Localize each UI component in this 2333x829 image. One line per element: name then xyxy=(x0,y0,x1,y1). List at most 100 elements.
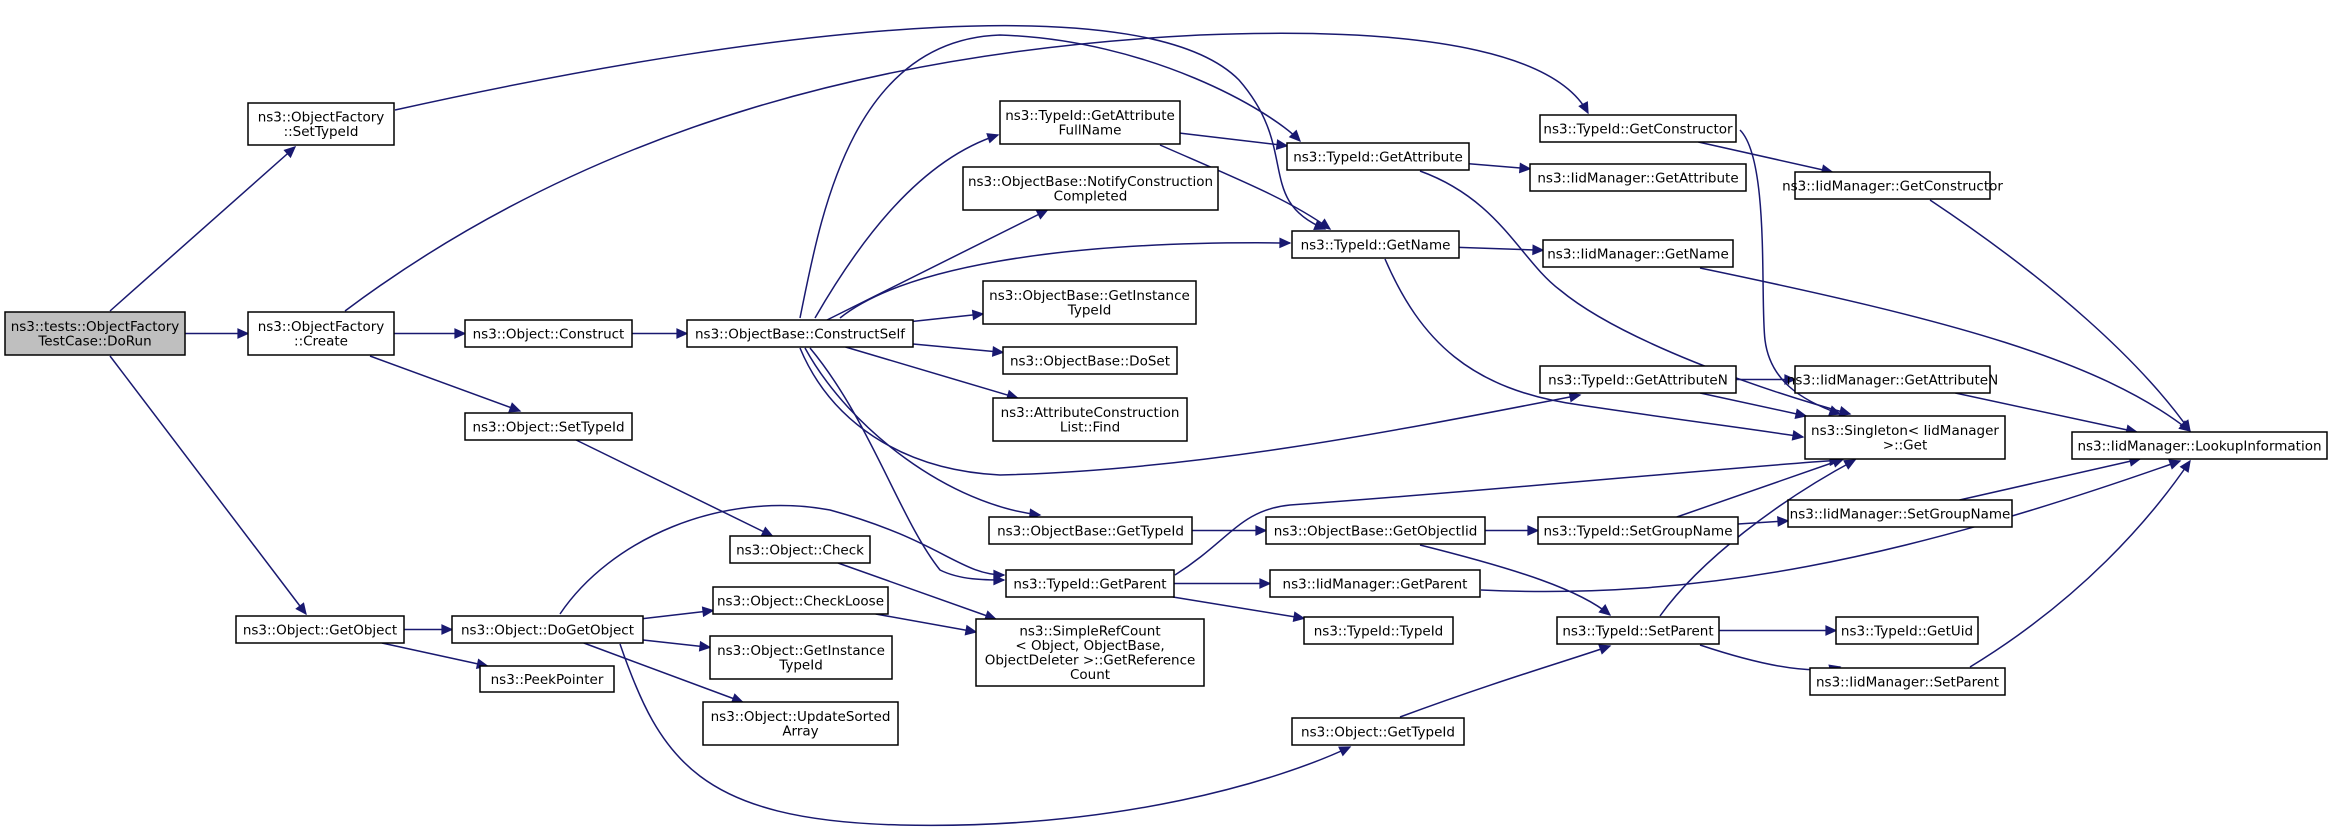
node-box xyxy=(686,319,914,348)
node-of_settypeid[interactable]: ns3::ObjectFactory::SetTypeId xyxy=(247,102,395,146)
node-of_create[interactable]: ns3::ObjectFactory::Create xyxy=(247,311,395,356)
node-box xyxy=(988,516,1193,545)
arrowhead xyxy=(1035,209,1049,220)
node-label: ns3::Object::CheckLoose xyxy=(717,593,884,609)
node-label: ns3::TypeId::GetAttributeN xyxy=(1548,372,1728,388)
node-box xyxy=(1835,616,1979,645)
edge-tid_getattributen-to-iid_getattributen xyxy=(1736,374,1797,385)
node-label: ::SetTypeId xyxy=(284,124,359,140)
node-iid_setgroupname[interactable]: ns3::IidManager::SetGroupName xyxy=(1787,499,2013,528)
edge-ob_constructself-to-ob_doset xyxy=(912,343,1005,357)
edge-line xyxy=(1399,645,1611,718)
edge-ob_constructself-to-tid_getattributen xyxy=(799,347,1582,476)
node-tid_getname[interactable]: ns3::TypeId::GetName xyxy=(1291,230,1460,259)
node-obj_settypeid[interactable]: ns3::Object::SetTypeId xyxy=(464,412,633,441)
edge-ob_constructself-to-tid_getattribute xyxy=(799,34,1302,319)
edge-tid_getconstructor-to-singleton_get xyxy=(1739,129,1842,416)
arrowhead xyxy=(1568,391,1582,403)
edge-line xyxy=(804,347,1041,516)
node-label: ns3::ObjectFactory xyxy=(258,319,385,335)
node-tid_getattributen[interactable]: ns3::TypeId::GetAttributeN xyxy=(1539,365,1737,394)
node-box xyxy=(1539,365,1737,394)
node-label: ns3::IidManager::GetParent xyxy=(1283,576,1468,592)
node-iid_setparent[interactable]: ns3::IidManager::SetParent xyxy=(1809,667,2006,696)
node-tid_setgroupname[interactable]: ns3::TypeId::SetGroupName xyxy=(1537,516,1739,545)
node-ob_notify[interactable]: ns3::ObjectBase::NotifyConstructionCompl… xyxy=(962,166,1219,211)
node-ob_doset[interactable]: ns3::ObjectBase::DoSet xyxy=(1002,346,1178,375)
arrowhead xyxy=(1828,405,1842,416)
node-iid_getname[interactable]: ns3::IidManager::GetName xyxy=(1542,239,1734,268)
arrowhead xyxy=(283,146,297,159)
node-singleton_get[interactable]: ns3::Singleton< IidManager>::Get xyxy=(1804,415,2006,460)
node-label: ns3::Object::Check xyxy=(736,542,864,558)
edge-ob_constructself-to-tid_getattrfullname xyxy=(814,133,1000,319)
node-iid_getconstructor[interactable]: ns3::IidManager::GetConstructor xyxy=(1782,171,2003,200)
node-label: ns3::ObjectBase::GetTypeId xyxy=(997,523,1184,539)
arrowhead xyxy=(1777,516,1790,527)
edge-line xyxy=(394,24,1326,230)
node-iid_getparent[interactable]: ns3::IidManager::GetParent xyxy=(1269,569,1481,598)
edge-line xyxy=(381,642,488,667)
edge-tid_getparent-to-singleton_get xyxy=(1174,455,1842,576)
edge-obj_getobject-to-obj_dogetobject xyxy=(404,624,454,635)
node-obj_gettypeid[interactable]: ns3::Object::GetTypeId xyxy=(1291,717,1465,746)
node-obj_checkloose[interactable]: ns3::Object::CheckLoose xyxy=(712,586,889,615)
node-iid_lookup[interactable]: ns3::IidManager::LookupInformation xyxy=(2071,431,2328,460)
edge-line xyxy=(875,613,977,633)
arrowhead xyxy=(1275,139,1289,150)
arrowhead xyxy=(1292,611,1306,623)
edge-line xyxy=(837,562,996,620)
node-iid_getattributen[interactable]: ns3::IidManager::GetAttributeN xyxy=(1787,365,1998,394)
arrowhead xyxy=(760,526,774,537)
node-label: List::Find xyxy=(1060,420,1120,436)
node-tid_getuid[interactable]: ns3::TypeId::GetUid xyxy=(1835,616,1979,645)
node-obj_getobject[interactable]: ns3::Object::GetObject xyxy=(235,615,405,644)
node-label: TypeId xyxy=(778,658,823,674)
node-box xyxy=(464,319,633,348)
edge-line xyxy=(1179,132,1288,147)
edge-obj_getobject-to-peekpointer xyxy=(381,642,489,670)
arrowhead xyxy=(1838,406,1852,417)
arrowhead xyxy=(1598,644,1612,655)
node-simplerefcount[interactable]: ns3::SimpleRefCount< Object, ObjectBase,… xyxy=(975,618,1205,687)
node-label: ns3::TypeId::GetParent xyxy=(1013,576,1166,592)
edge-line xyxy=(1955,392,2137,433)
node-tid_setparent[interactable]: ns3::TypeId::SetParent xyxy=(1556,616,1720,645)
node-ob_getobjectiid[interactable]: ns3::ObjectBase::GetObjectIid xyxy=(1265,516,1486,545)
edge-ob_getobjectiid-to-tid_setgroupname xyxy=(1485,525,1540,536)
node-obj_check[interactable]: ns3::Object::Check xyxy=(729,535,871,564)
node-box xyxy=(1794,365,1991,394)
node-label: ns3::IidManager::SetGroupName xyxy=(1790,506,2011,522)
arrowhead xyxy=(1578,101,1589,115)
arrowhead xyxy=(676,328,689,339)
node-ob_gettypeid[interactable]: ns3::ObjectBase::GetTypeId xyxy=(988,516,1193,545)
edge-line xyxy=(1929,199,2191,432)
arrowhead xyxy=(698,640,712,652)
node-tid_getparent[interactable]: ns3::TypeId::GetParent xyxy=(1005,569,1175,598)
edge-of_create-to-obj_settypeid xyxy=(369,355,522,413)
node-label: ns3::ObjectFactory xyxy=(258,110,385,126)
node-peekpointer[interactable]: ns3::PeekPointer xyxy=(479,665,615,693)
node-obj_construct[interactable]: ns3::Object::Construct xyxy=(464,319,633,348)
node-ob_constructself[interactable]: ns3::ObjectBase::ConstructSelf xyxy=(686,319,914,348)
arrowhead xyxy=(2179,459,2191,473)
arrowhead xyxy=(964,624,978,636)
node-tid_typeid[interactable]: ns3::TypeId::TypeId xyxy=(1303,616,1454,645)
node-tid_getconstructor[interactable]: ns3::TypeId::GetConstructor xyxy=(1539,114,1737,143)
node-box xyxy=(729,535,871,564)
node-label: TestCase::DoRun xyxy=(37,334,151,350)
node-box xyxy=(702,701,899,746)
node-iid_getattribute[interactable]: ns3::IidManager::GetAttribute xyxy=(1529,163,1747,192)
edge-line xyxy=(1659,459,1856,617)
node-obj_dogetobject[interactable]: ns3::Object::DoGetObject xyxy=(451,615,644,644)
arrowhead xyxy=(1527,525,1540,536)
node-label: ns3::ObjectBase::DoSet xyxy=(1010,353,1170,369)
arrowhead xyxy=(1279,237,1292,249)
node-tid_getattribute[interactable]: ns3::TypeId::GetAttribute xyxy=(1286,142,1470,171)
